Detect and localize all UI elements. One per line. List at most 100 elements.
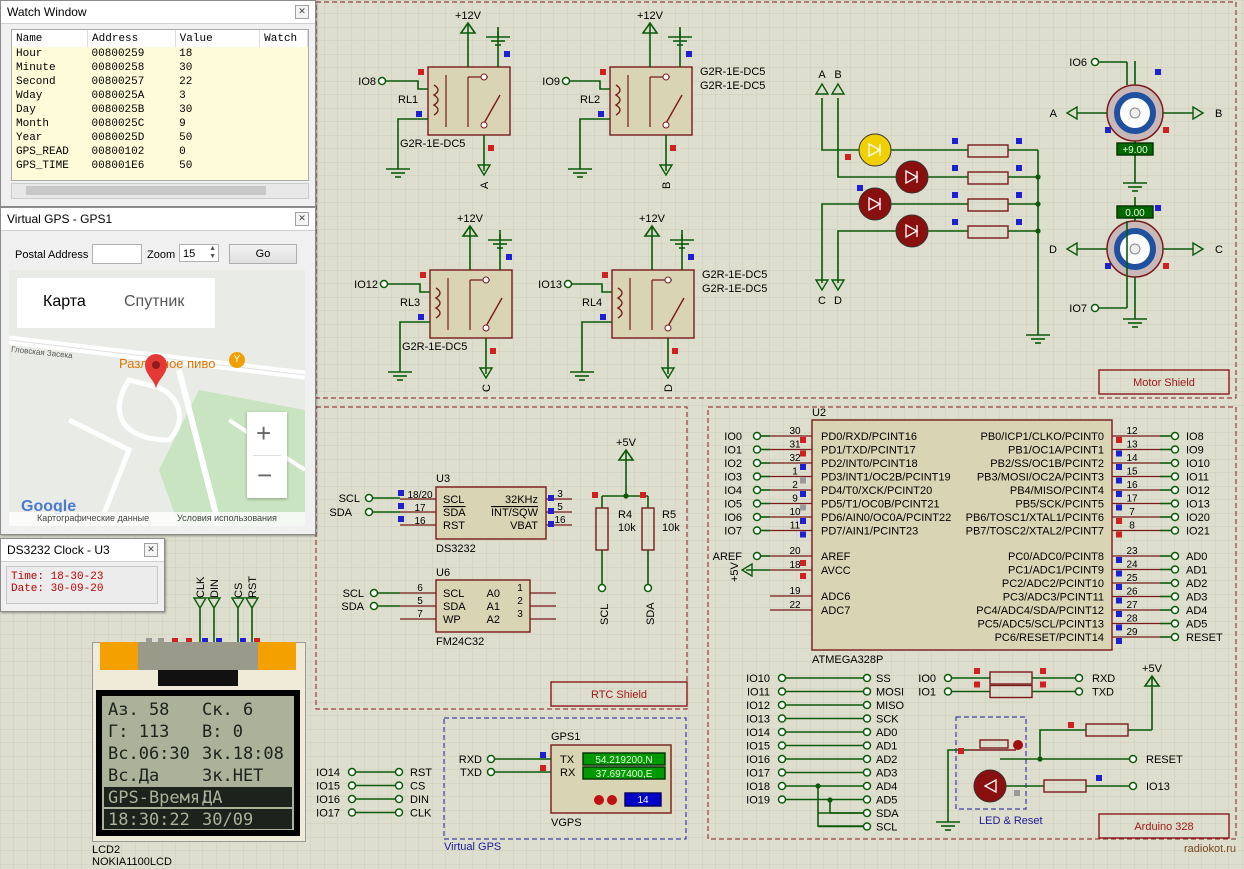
net-label: AD5 [876, 795, 897, 807]
terminal [1170, 578, 1180, 588]
terminal [394, 767, 404, 777]
chip-ref: GPS1 [551, 731, 580, 743]
virtual-gps-label: Virtual GPS [444, 841, 501, 853]
button-indicator [1013, 740, 1023, 750]
pin-name: A1 [487, 601, 500, 613]
postal-address-input[interactable] [92, 244, 142, 264]
spin-arrows-icon[interactable]: ▲▼ [209, 245, 216, 260]
terminal [752, 472, 762, 481]
terminal [943, 687, 953, 696]
net-label: IO3 [724, 472, 742, 484]
postal-address-label: Postal Address [15, 249, 89, 261]
column-header[interactable]: Value [175, 30, 261, 47]
motor-voltage: +9.00 [1122, 145, 1148, 156]
lcd-inverted-row [104, 787, 292, 807]
var-name: Year [16, 132, 43, 144]
zoom-stepper[interactable]: 15 ▲▼ [179, 244, 219, 262]
net-label: CLK [410, 808, 432, 820]
map-marker-icon[interactable] [143, 353, 169, 391]
var-value: 9 [179, 118, 186, 130]
pin-name: PB5/SCK/PCINT5 [1015, 499, 1104, 511]
terminal [369, 601, 379, 611]
watermark-text: radiokot.ru [1184, 843, 1236, 855]
pin-number: 1 [517, 583, 523, 594]
terminal [752, 458, 762, 468]
motor-voltage: 0.00 [1125, 208, 1145, 219]
ds3232-clock-window[interactable]: DS3232 Clock - U3✕ Time: 18-30-23 Date: … [0, 538, 165, 612]
pin-state [506, 254, 512, 260]
terminal [1170, 499, 1180, 508]
column-header[interactable]: Name [12, 30, 89, 47]
var-watch [260, 89, 308, 103]
var-name: GPS_READ [16, 146, 69, 158]
zoom-out-button[interactable]: − [257, 460, 273, 490]
rx-display [582, 766, 666, 780]
tab-map[interactable]: Карта [43, 293, 86, 310]
terminal [563, 279, 573, 289]
net-label: IO11 [747, 687, 770, 699]
column-header[interactable]: Watch [259, 30, 308, 47]
tab-satellite[interactable]: Спутник [124, 293, 185, 310]
pin-state [254, 638, 260, 644]
close-icon[interactable]: ✕ [295, 212, 309, 226]
column-header[interactable]: Address [87, 30, 176, 47]
led-reset-label: LED & Reset [979, 815, 1043, 827]
contact [662, 73, 670, 81]
pin-state [1105, 127, 1111, 133]
arrow-down-icon [244, 597, 260, 610]
wire [1039, 729, 1086, 759]
net-label: MOSI [876, 687, 904, 699]
arrow-down-icon [814, 279, 830, 292]
close-icon[interactable]: ✕ [295, 5, 309, 19]
map-footer: Картографические данные Условия использо… [9, 512, 305, 526]
net-label: C [818, 295, 826, 307]
motor-shaft [1129, 243, 1141, 255]
map-graphic[interactable] [9, 270, 305, 526]
terms-link[interactable]: Условия использования [177, 513, 277, 523]
close-icon[interactable]: ✕ [144, 543, 158, 557]
pin-number: 6 [417, 583, 423, 594]
zoom-in-button[interactable]: + [256, 418, 272, 448]
pin-name: PB6/TOSC1/XTAL1/PCINT6 [966, 512, 1104, 524]
net-label: B [1215, 108, 1222, 120]
beer-icon[interactable]: Y [229, 352, 245, 368]
chip-part: FM24C32 [436, 636, 484, 648]
ds3232-chip [435, 486, 547, 540]
net-label: AD4 [876, 781, 897, 793]
terminal [777, 768, 787, 777]
pin-name: INT/SQW [491, 507, 539, 519]
net-label: IO18 [746, 781, 770, 793]
power-arrow-icon [459, 21, 477, 34]
map-view[interactable]: Карта Спутник Гловская Засека Разливное … [9, 270, 305, 526]
pin-number: 3 [517, 609, 523, 620]
terminal [752, 526, 762, 535]
var-name: Wday [16, 90, 43, 102]
terminal [347, 794, 357, 804]
chip-ref: U2 [812, 407, 826, 419]
go-button[interactable]: Go [229, 244, 297, 264]
diode-symbol [868, 196, 882, 212]
pin-state [398, 516, 404, 522]
wire [581, 321, 612, 362]
pin-name: A0 [487, 588, 500, 600]
zoom-value: 15 [183, 248, 196, 260]
horizontal-scrollbar[interactable] [11, 183, 309, 199]
pin-name: PB1/OC1A/PCINT1 [1008, 445, 1104, 457]
power-label: +12V [637, 10, 664, 22]
pin-state [1096, 775, 1102, 781]
virtual-gps-window[interactable]: Virtual GPS - GPS1✕ Postal Address Zoom … [0, 207, 316, 535]
net-label: IO8 [358, 76, 376, 88]
zoom-control[interactable]: + − [247, 412, 287, 498]
